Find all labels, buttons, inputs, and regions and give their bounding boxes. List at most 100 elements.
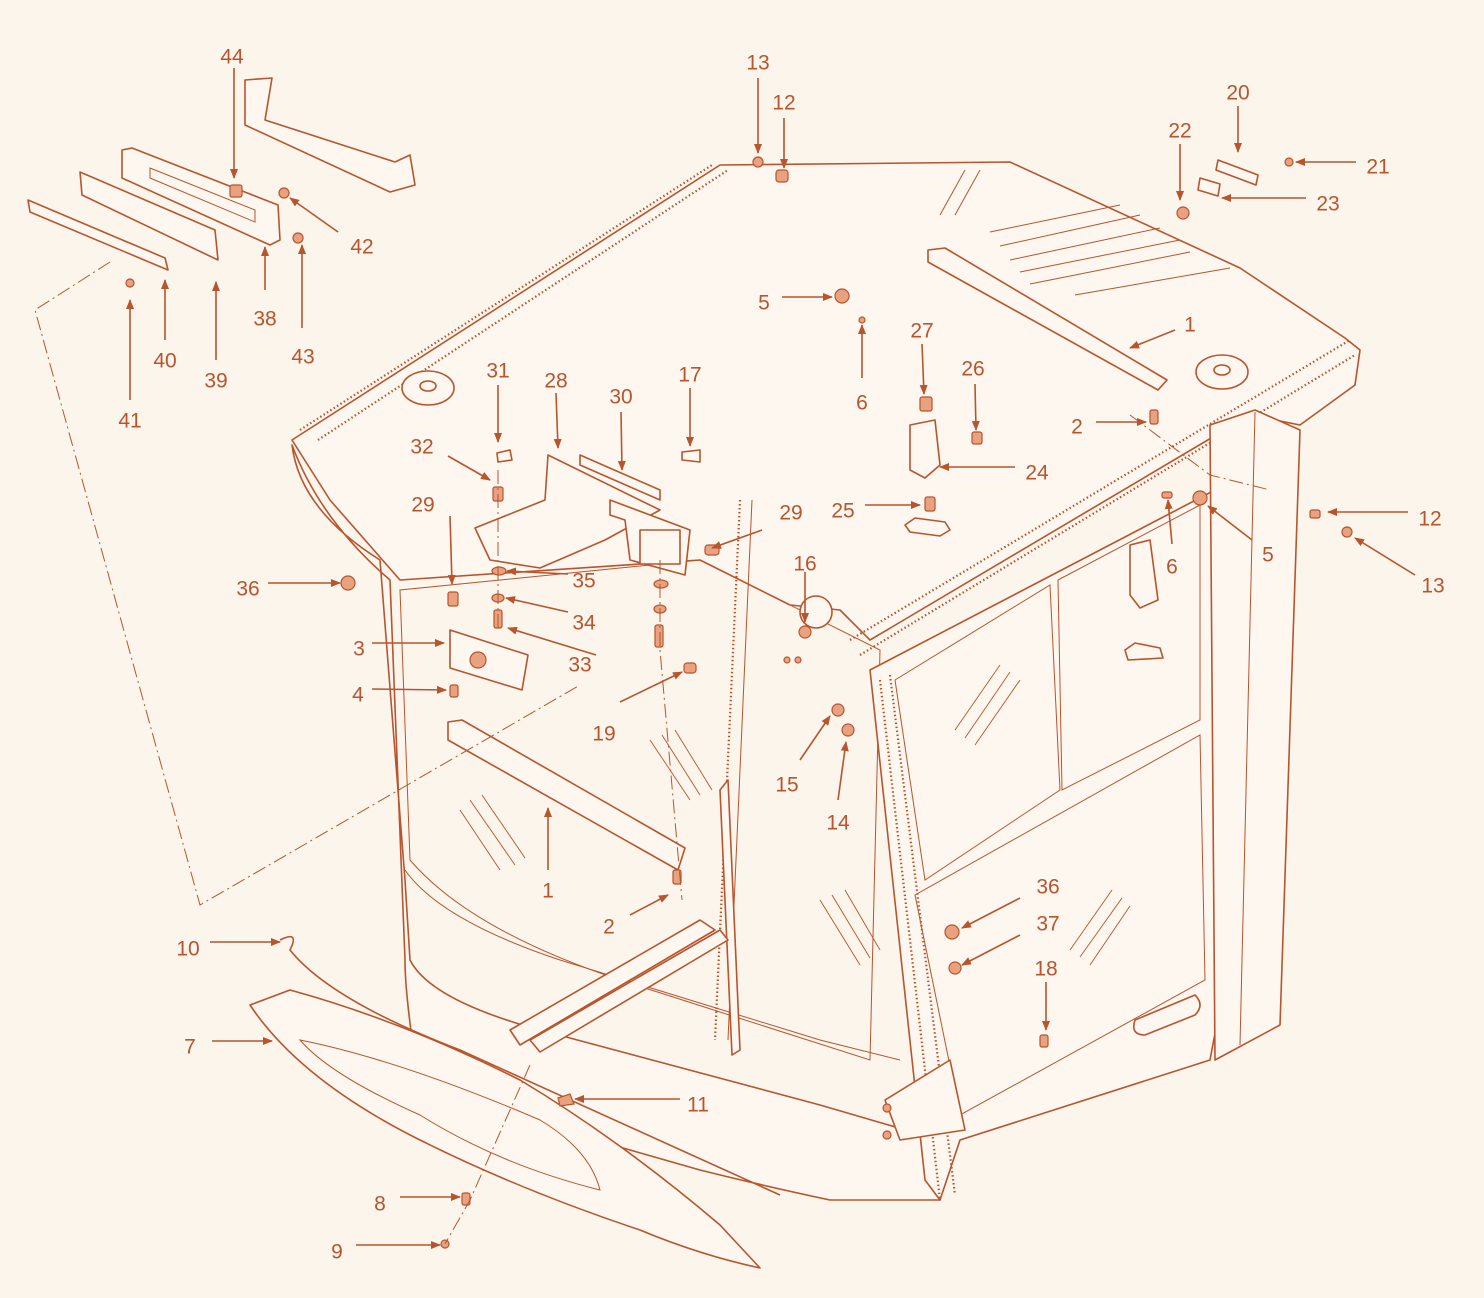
callout-label: 2	[603, 916, 615, 939]
callout-label: 24	[1025, 462, 1049, 485]
callout-2: 2	[1071, 416, 1147, 439]
work-lamp	[449, 629, 529, 691]
callout-29: 29	[411, 494, 456, 585]
callout-label: 10	[176, 938, 199, 961]
callout-9: 9	[331, 1241, 441, 1264]
callout-label: 36	[1036, 876, 1059, 899]
mount-strip-40	[27, 199, 169, 271]
callout-40: 40	[153, 279, 177, 373]
callout-leader-arrow	[1129, 329, 1176, 349]
callout-leader-arrow	[447, 455, 491, 481]
latch-plate-20	[1215, 159, 1259, 186]
callout-label: 22	[1168, 120, 1191, 143]
wiper-blade	[719, 779, 741, 1056]
callout-5: 5	[1207, 505, 1274, 567]
callout-leader-arrow	[371, 685, 447, 694]
callout-leader-arrow	[629, 894, 669, 916]
cab-front-face	[291, 444, 941, 1201]
callout-31: 31	[486, 360, 510, 443]
callout-leader-arrow	[506, 567, 569, 576]
callout-1: 1	[1129, 314, 1196, 349]
callout-leader-arrow	[971, 383, 980, 431]
callout-leader-arrow	[919, 343, 928, 395]
callout-16: 16	[793, 553, 817, 623]
callout-29: 29	[711, 502, 803, 549]
callout-10: 10	[176, 938, 281, 961]
callout-label: 21	[1366, 156, 1389, 179]
callout-leader-arrow	[799, 715, 831, 761]
callout-32: 32	[410, 436, 491, 481]
callout-label: 31	[486, 360, 509, 383]
callout-12: 12	[772, 92, 796, 169]
callout-leader-arrow	[1354, 537, 1416, 576]
callout-21: 21	[1295, 156, 1390, 179]
callout-label: 17	[678, 364, 701, 387]
callout-38: 38	[253, 246, 277, 331]
loose-parts	[27, 77, 1353, 1269]
callout-label: 18	[1034, 958, 1057, 981]
callout-7: 7	[184, 1036, 273, 1059]
callout-22: 22	[1168, 120, 1192, 201]
mount-strip-39	[79, 171, 219, 261]
callout-label: 13	[746, 52, 769, 75]
callout-26: 26	[961, 358, 985, 431]
callout-label: 26	[961, 358, 984, 381]
callout-24: 24	[939, 462, 1049, 485]
callout-label: 42	[350, 236, 373, 259]
callout-34: 34	[505, 596, 596, 635]
callout-label: 11	[687, 1094, 709, 1117]
callout-label: 35	[572, 570, 595, 593]
callout-label: 12	[1418, 508, 1441, 531]
callout-label: 28	[544, 370, 567, 393]
callout-14: 14	[826, 741, 850, 835]
callout-label: 8	[374, 1193, 386, 1216]
callout-label: 29	[779, 502, 802, 525]
callout-leader-arrow	[617, 411, 626, 471]
callout-leader-arrow	[961, 934, 1021, 966]
callout-leader-arrow	[507, 626, 597, 656]
washer-hose	[279, 935, 781, 1196]
callout-3: 3	[353, 638, 445, 661]
callout-13: 13	[1354, 537, 1445, 598]
mount-bracket-24	[909, 419, 941, 479]
callout-label: 5	[1262, 544, 1274, 567]
callout-30: 30	[609, 386, 633, 471]
callout-27: 27	[910, 320, 934, 395]
callout-6: 6	[1164, 499, 1178, 579]
callout-label: 37	[1036, 913, 1059, 936]
callout-label: 25	[831, 500, 854, 523]
callout-41: 41	[118, 299, 142, 433]
callout-label: 13	[1421, 575, 1444, 598]
callout-33: 33	[507, 626, 597, 677]
callout-label: 1	[542, 880, 554, 903]
callout-43: 43	[291, 244, 315, 369]
callout-44: 44	[220, 46, 244, 179]
callout-label: 1	[1184, 314, 1196, 337]
callout-15: 15	[775, 715, 831, 797]
callout-36: 36	[961, 876, 1060, 929]
callout-label: 44	[220, 46, 244, 69]
callout-leader-arrow	[505, 596, 569, 613]
callout-36: 36	[236, 578, 341, 601]
callout-label: 19	[592, 723, 615, 746]
callout-label: 38	[253, 308, 276, 331]
callout-label: 30	[609, 386, 632, 409]
callout-2: 2	[603, 894, 669, 939]
callout-label: 27	[910, 320, 933, 343]
callout-4: 4	[352, 684, 447, 707]
callout-11: 11	[574, 1094, 709, 1117]
callout-label: 6	[856, 392, 868, 415]
callout-label: 12	[772, 92, 795, 115]
callout-label: 40	[153, 350, 176, 373]
callout-23: 23	[1221, 193, 1340, 216]
callout-label: 5	[758, 292, 770, 315]
cab-rear-pillar	[1209, 409, 1301, 1061]
callout-25: 25	[831, 500, 921, 523]
callout-leader-arrow	[619, 671, 683, 703]
callout-label: 6	[1166, 556, 1178, 579]
callout-label: 2	[1071, 416, 1083, 439]
callout-label: 15	[775, 774, 798, 797]
callout-5: 5	[758, 292, 833, 315]
